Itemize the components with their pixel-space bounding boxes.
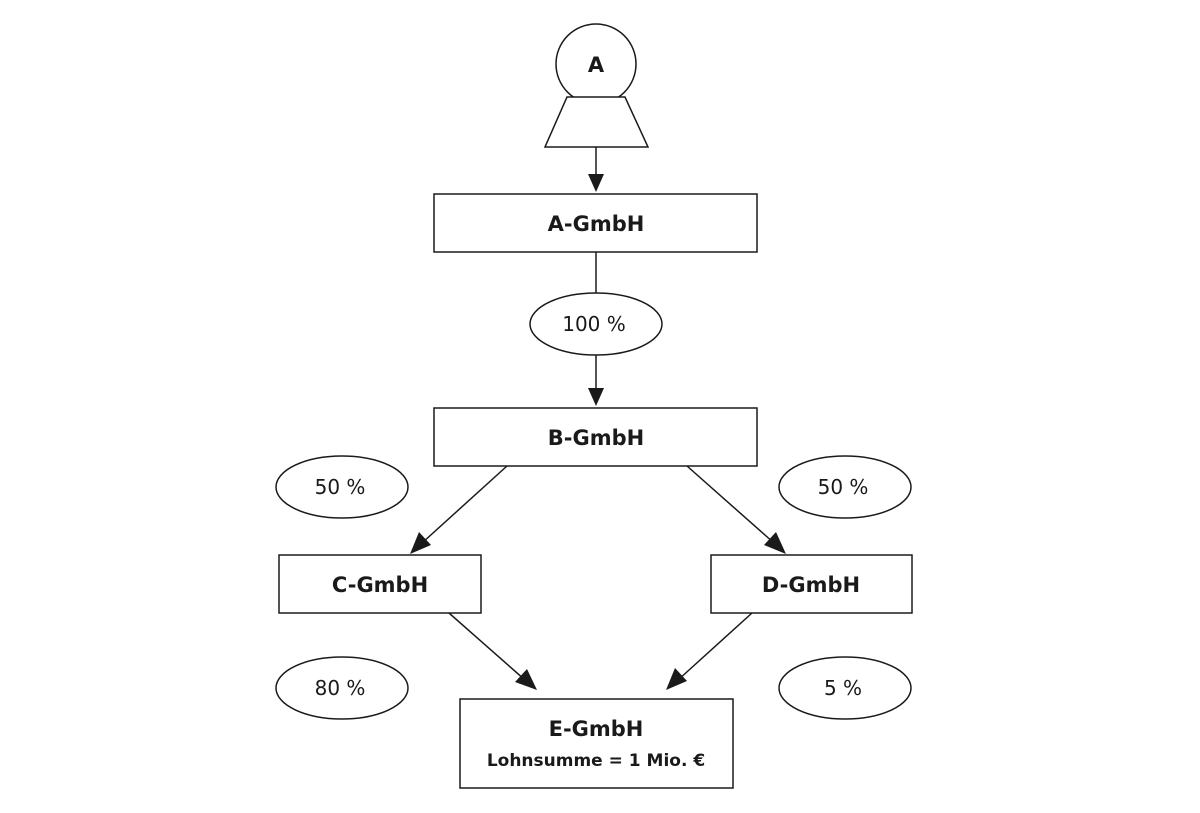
edge-b-to-d	[686, 465, 775, 544]
node-d-gmbh-label: D-GmbH	[762, 573, 860, 597]
arrow-b-to-c	[410, 532, 431, 554]
holding-a-to-b-label: 100 %	[562, 312, 626, 336]
node-a-gmbh: A-GmbH	[433, 193, 758, 253]
person-label: A	[588, 53, 605, 77]
holding-c-to-e-label: 80 %	[315, 676, 366, 700]
node-a-gmbh-label: A-GmbH	[548, 212, 645, 236]
arrow-d-to-e	[666, 668, 687, 690]
holding-d-to-e: 5 %	[778, 656, 912, 720]
edge-d-to-e	[677, 612, 753, 681]
edge-b-to-c	[421, 465, 508, 544]
edge-c-to-e	[448, 612, 526, 681]
person-a-icon: A	[543, 23, 650, 148]
holding-b-to-c: 50 %	[275, 455, 409, 519]
arrow-b-to-d	[764, 532, 786, 554]
node-c-gmbh-label: C-GmbH	[332, 573, 428, 597]
node-e-gmbh-label: E-GmbH	[549, 717, 644, 741]
node-e-gmbh: E-GmbH Lohnsumme = 1 Mio. €	[459, 698, 734, 789]
arrow-c-to-e	[515, 669, 537, 690]
holding-b-to-c-label: 50 %	[315, 475, 366, 499]
holding-b-to-d-label: 50 %	[818, 475, 869, 499]
holding-a-to-b: 100 %	[529, 292, 663, 356]
holding-c-to-e: 80 %	[275, 656, 409, 720]
node-c-gmbh: C-GmbH	[278, 554, 482, 614]
person-body	[543, 96, 650, 148]
holding-d-to-e-label: 5 %	[824, 676, 862, 700]
holding-b-to-d: 50 %	[778, 455, 912, 519]
node-b-gmbh: B-GmbH	[433, 407, 758, 467]
arrow-person-to-a-gmbh	[588, 174, 604, 192]
node-e-gmbh-payroll: Lohnsumme = 1 Mio. €	[487, 751, 705, 771]
node-d-gmbh: D-GmbH	[710, 554, 913, 614]
node-b-gmbh-label: B-GmbH	[548, 426, 644, 450]
arrow-a-to-b	[588, 388, 604, 406]
